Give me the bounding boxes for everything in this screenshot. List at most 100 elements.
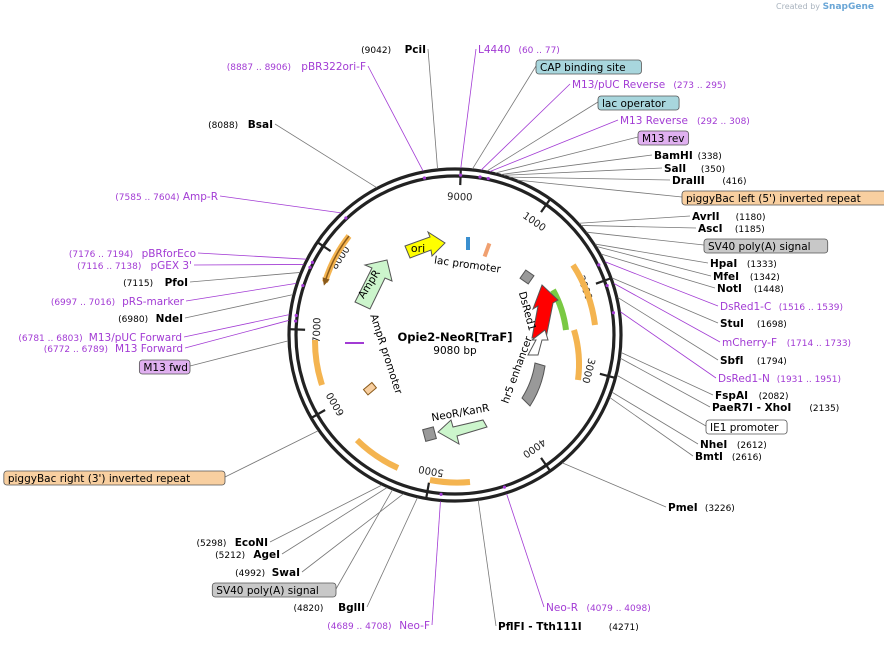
label-text: FspAI (715, 390, 748, 402)
label-text: PciI (405, 44, 426, 56)
outer-label: M13 Reverse(292 .. 308) (620, 115, 750, 127)
label-box (535, 59, 642, 75)
credit-prefix: Created by (776, 2, 821, 11)
tick-label: 1000 (520, 211, 547, 235)
outer-label: M13 fwd (138, 359, 191, 375)
leader-line (517, 179, 683, 198)
leader-line (581, 225, 697, 229)
label-position: (273 .. 295) (673, 81, 726, 91)
label-text: StuI (720, 318, 744, 330)
leader-line (586, 231, 705, 246)
backbone-inner (294, 174, 616, 496)
feature-sv40-marker-2 (422, 426, 437, 442)
label-text: M13/pUC Forward (89, 332, 182, 344)
label-text: M13/pUC Reverse (572, 79, 665, 91)
label-position: (5298) (196, 539, 226, 549)
label-position: (7585 .. 7604) (115, 193, 179, 203)
tick-label: 6000 (325, 390, 347, 418)
outer-label: PaeR7I - XhoI(2135) (712, 402, 839, 414)
outer-label: SbfI(1794) (720, 355, 787, 367)
arc-ori-region-dir (322, 235, 350, 286)
label-text: SV40 poly(A) signal (708, 241, 811, 253)
leader-line (183, 314, 290, 338)
label-text: PfoI (165, 277, 188, 289)
leader-line (500, 154, 653, 175)
dsred1-label: DsRed1 (516, 290, 538, 332)
tick-label: 9000 (447, 192, 473, 204)
outer-label: SV40 poly(A) signal (211, 582, 337, 598)
tick-mark (540, 457, 552, 472)
outer-label: PciI(9042) (361, 44, 426, 56)
leader-line (301, 493, 404, 573)
inner-features: ori (345, 230, 559, 446)
outer-label: NotI(1448) (717, 283, 784, 295)
label-position: (1448) (754, 285, 784, 295)
leader-line (472, 65, 537, 170)
tick-label: 7000 (312, 317, 324, 343)
label-text: M13 Reverse (620, 115, 688, 127)
label-text: BamHI (654, 150, 693, 162)
primer-site (502, 485, 507, 489)
label-text: piggyBac left (5') inverted repeat (686, 193, 861, 205)
label-position: (3226) (705, 504, 735, 514)
leader-line (335, 489, 393, 590)
feature-cap-marker (466, 237, 470, 250)
outer-label: HpaI(1333) (710, 258, 777, 270)
outer-label: lac operator (597, 95, 680, 111)
leader-line (620, 357, 711, 408)
leader-line (609, 397, 694, 457)
label-box (637, 130, 690, 146)
outer-label: pGEX 3'(7116 .. 7138) (77, 260, 192, 272)
feature-neor-shape (437, 419, 488, 446)
outer-label: AscI(1185) (698, 223, 765, 235)
outer-label: IE1 promoter (705, 419, 788, 435)
label-text: DsRed1-C (720, 301, 771, 313)
leader-line (281, 487, 388, 555)
label-position: (1698) (757, 320, 787, 330)
label-position: (60 .. 77) (518, 46, 559, 56)
label-box (705, 419, 788, 435)
primer-site (294, 319, 298, 323)
label-text: AgeI (253, 549, 280, 561)
leader-line (620, 311, 717, 379)
outer-label: L4440(60 .. 77) (478, 44, 560, 56)
outer-label: pBR322ori-F(8887 .. 8906) (227, 61, 366, 73)
primer-site (344, 216, 348, 220)
arc-green (550, 288, 569, 331)
label-position: (6980) (118, 315, 148, 325)
leader-line (219, 195, 342, 214)
label-position: (416) (722, 177, 746, 187)
label-text: CAP binding site (540, 62, 626, 74)
tick-mark (425, 482, 431, 499)
feature-amp-promoter-marker (362, 381, 378, 396)
outer-label: NdeI(6980) (118, 313, 183, 325)
outer-label: FspAI(2082) (715, 390, 789, 402)
outer-label: PflFI - Tth111I(4271) (498, 621, 639, 633)
arc-bottom (429, 477, 471, 486)
feature-ori-label: ori (411, 242, 425, 255)
leader-line (613, 283, 721, 343)
label-text: piggyBac right (3') inverted repeat (8, 473, 190, 485)
snapgene-logo: SnapGene (822, 2, 874, 12)
label-position: (1714 .. 1733) (787, 339, 851, 349)
leader-line (193, 264, 304, 266)
tick-mark (289, 328, 306, 331)
feature-ori-shape (404, 230, 446, 259)
outer-label: Neo-F(4689 .. 4708) (327, 620, 430, 632)
label-text: SwaI (272, 567, 300, 579)
outer-label: BamHI(338) (654, 150, 722, 162)
leader-line (197, 252, 307, 260)
arc-lower-left (354, 437, 400, 471)
arc-right-1 (570, 263, 598, 326)
outer-label: DsRed1-N(1931 .. 1951) (718, 373, 841, 385)
label-position: (1794) (757, 357, 787, 367)
label-position: (6772 .. 6789) (44, 345, 108, 355)
outer-label: SV40 poly(A) signal (703, 238, 829, 254)
label-position: (7176 .. 7194) (69, 250, 133, 260)
outer-label: DsRed1-C(1516 .. 1539) (720, 301, 843, 313)
outer-label: pRS-marker(6997 .. 7016) (51, 296, 185, 308)
label-box (3, 470, 226, 486)
outer-label: Neo-R(4079 .. 4098) (546, 602, 651, 614)
label-text: IE1 promoter (710, 422, 779, 434)
leader-line (367, 65, 424, 172)
